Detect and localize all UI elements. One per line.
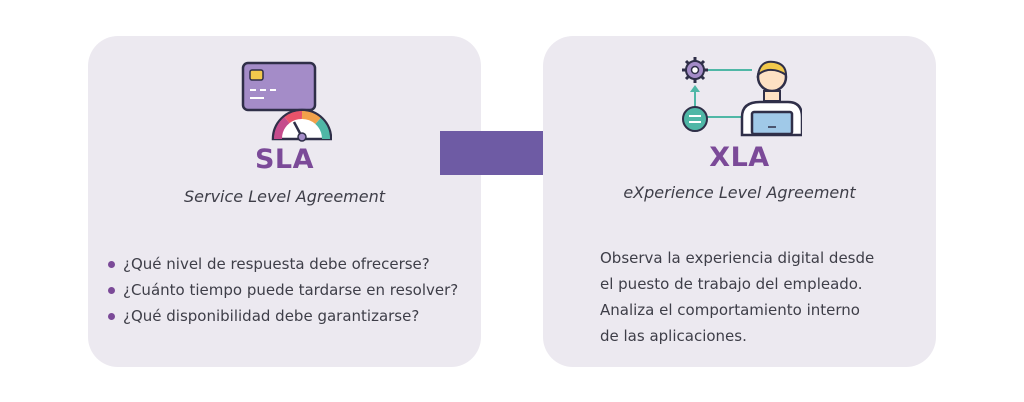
xla-title: XLA — [709, 142, 770, 173]
sla-subtitle: Service Level Agreement — [183, 187, 386, 206]
description-line: de las aplicaciones. — [600, 327, 747, 345]
xla-subtitle: eXperience Level Agreement — [623, 183, 856, 202]
list-item-text: ¿Qué nivel de respuesta debe ofrecerse? — [123, 255, 430, 273]
sla-title: SLA — [254, 144, 315, 175]
list-item-text: ¿Qué disponibilidad debe garantizarse? — [123, 307, 420, 325]
list-item: ¿Qué disponibilidad debe garantizarse? — [108, 303, 458, 329]
sla-question-list: ¿Qué nivel de respuesta debe ofrecerse? … — [108, 251, 458, 329]
bullet-icon — [108, 287, 115, 294]
list-item: ¿Qué nivel de respuesta debe ofrecerse? — [108, 251, 458, 277]
user-laptop-gear-icon — [680, 57, 804, 137]
bullet-icon — [108, 313, 115, 320]
xla-card: XLA eXperience Level Agreement Observa l… — [543, 36, 936, 367]
sla-card: SLA Service Level Agreement ¿Qué nivel d… — [88, 36, 481, 367]
list-item: ¿Cuánto tiempo puede tardarse en resolve… — [108, 277, 458, 303]
description-line: el puesto de trabajo del empleado. — [600, 275, 863, 293]
list-item-text: ¿Cuánto tiempo puede tardarse en resolve… — [123, 281, 459, 299]
xla-description: Observa la experiencia digital desde el … — [600, 245, 920, 349]
credit-card-gauge-icon — [240, 59, 333, 145]
description-line: Analiza el comportamiento interno — [600, 301, 860, 319]
description-line: Observa la experiencia digital desde — [600, 249, 875, 267]
bullet-icon — [108, 261, 115, 268]
